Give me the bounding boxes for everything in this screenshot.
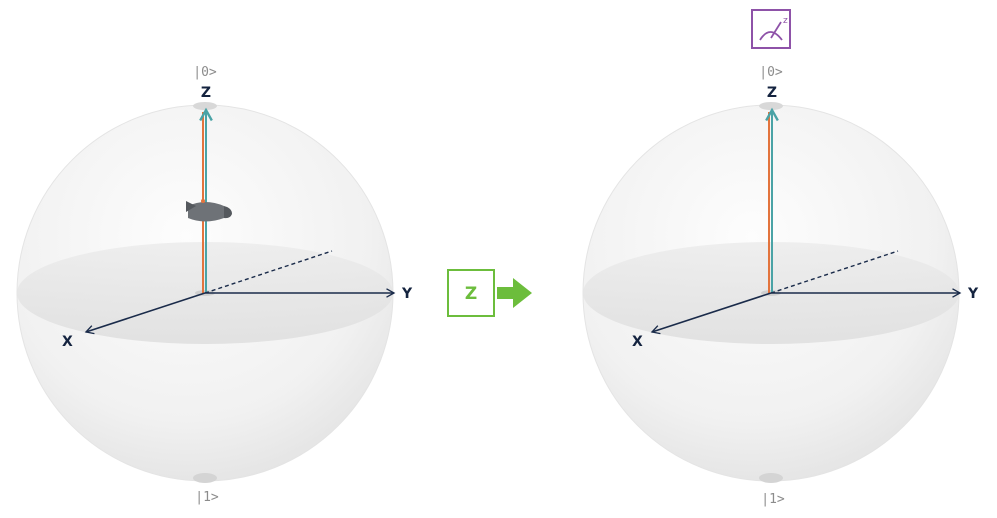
- z-gate-label: Z: [465, 284, 477, 304]
- left-south-pole-dot: [193, 473, 217, 483]
- transition-arrow-icon: [497, 278, 532, 308]
- left-axis-y-label: Y: [401, 286, 413, 302]
- right-ket-top: |0>: [759, 65, 783, 80]
- z-gate: Z: [447, 269, 532, 317]
- right-axis-x-label: X: [632, 334, 643, 350]
- right-negative-x-axis: [770, 250, 899, 294]
- rotation-arrow-icon: [186, 199, 232, 222]
- measurement-label: z: [783, 16, 788, 26]
- right-ket-bottom: |1>: [761, 492, 785, 507]
- left-ket-top: |0>: [193, 65, 217, 80]
- right-axis-y-label: Y: [967, 286, 979, 302]
- left-north-pole-dot: [193, 102, 217, 110]
- right-south-pole-dot: [759, 473, 783, 483]
- right-x-axis: [650, 292, 772, 335]
- left-axis-x-label: X: [62, 334, 73, 350]
- left-negative-x-axis: [204, 250, 333, 294]
- left-bloch-sphere: |0> Z Y X |1>: [16, 65, 413, 505]
- left-axis-z-label: Z: [201, 85, 211, 101]
- z-gate-box: [447, 269, 495, 317]
- right-axis-z-label: Z: [767, 85, 777, 101]
- right-north-pole-dot: [759, 102, 783, 110]
- measurement-icon: z: [751, 9, 791, 49]
- right-bloch-sphere: |0> Z Y X |1>: [582, 65, 979, 507]
- left-x-axis: [84, 292, 206, 335]
- left-ket-bottom: |1>: [195, 490, 219, 505]
